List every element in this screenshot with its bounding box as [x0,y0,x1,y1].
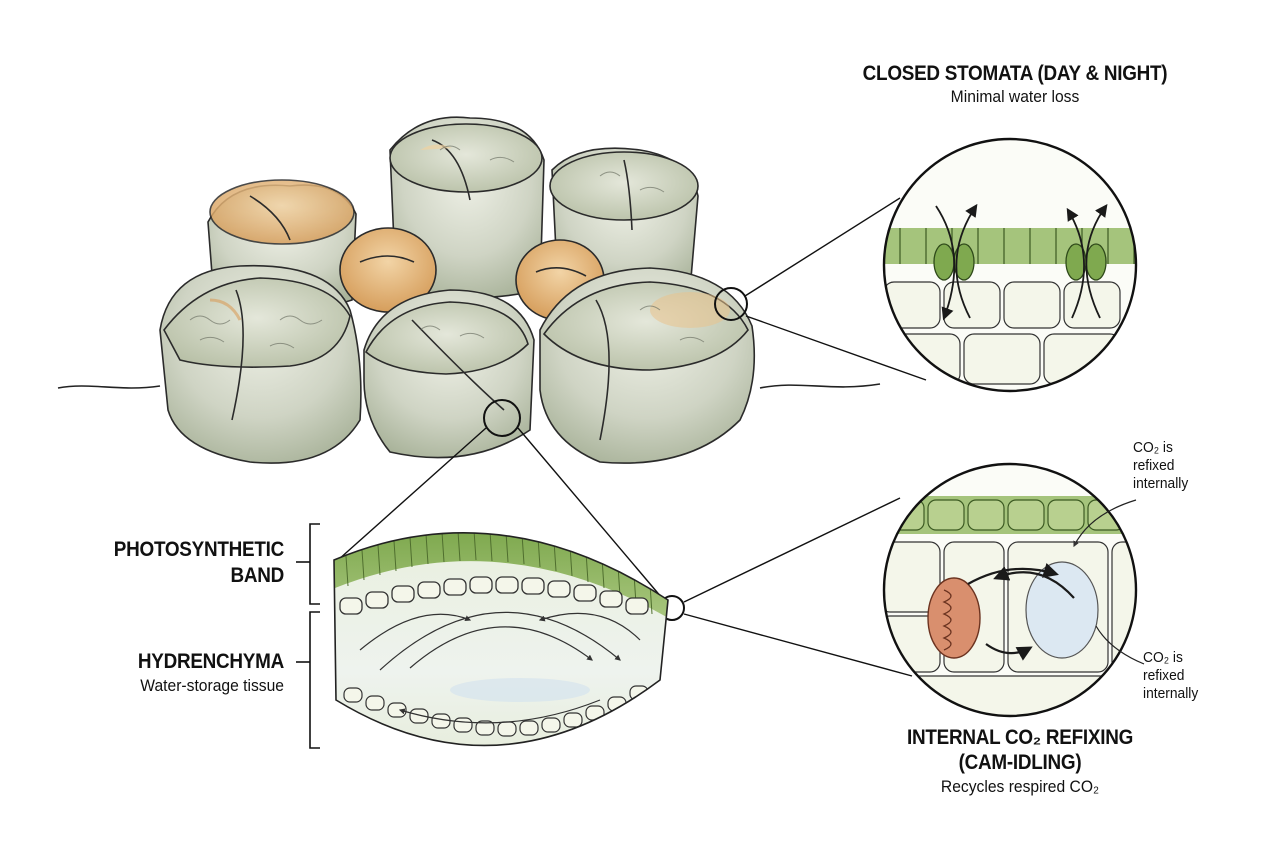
hydrenchyma-subtitle: Water-storage tissue [140,676,284,695]
co2-note-top-line3: internally [1133,475,1189,492]
stomata-title: CLOSED STOMATA (DAY & NIGHT) [862,62,1168,85]
connector-lines [337,197,927,677]
note-leader-top [1073,499,1137,548]
co2-note-bottom-line3: internally [1143,685,1199,702]
vacuole [1025,561,1099,659]
co2-note-top-line2: refixed [1133,457,1175,474]
cam-title-line2: (CAM-IDLING) [958,751,1082,774]
mitochondrion [927,577,981,659]
cam-title-line1: INTERNAL CO₂ REFIXING [906,726,1134,749]
zoom-marker-stomata [714,287,748,321]
photosynthetic-label-line1: PHOTOSYNTHETIC [113,538,284,561]
stomata-subtitle: Minimal water loss [950,87,1080,106]
lithops-cluster [159,116,756,464]
lithops-head-front-right [539,267,756,464]
cam-zoom [882,462,1145,718]
hydrenchyma-title: HYDRENCHYMA [137,650,284,673]
leaf-cross-section [333,532,669,747]
lithops-head-front-center [363,289,535,459]
co2-note-bottom-line2: refixed [1143,667,1185,684]
window-texture [189,145,705,349]
lithops-head-front-left [159,264,362,464]
note-leader-bottom [1095,625,1145,665]
stomata-zoom [882,137,1138,393]
ground-line [57,383,881,389]
photosynthetic-label-line2: BAND [230,564,284,587]
cam-subtitle: Recycles respired CO₂ [940,777,1100,796]
zoom-marker-section [483,399,521,437]
co2-note-top-line1: CO₂ is [1133,439,1173,456]
co2-note-bottom-line1: CO₂ is [1143,649,1183,666]
brackets [296,523,320,749]
